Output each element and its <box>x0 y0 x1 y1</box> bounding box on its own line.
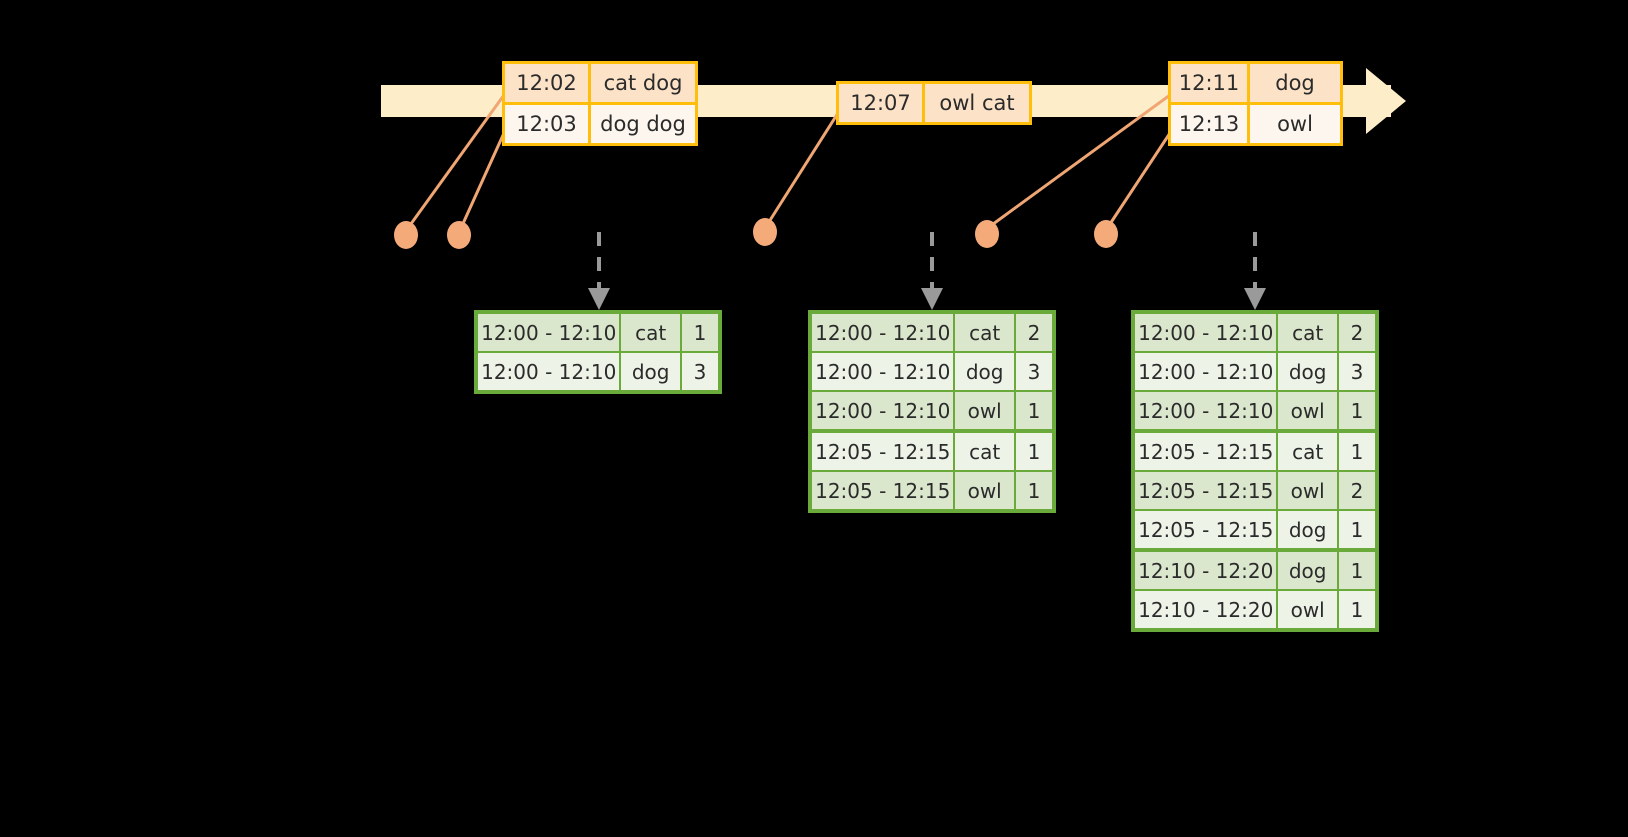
cell-word: owl <box>1278 591 1339 628</box>
event-dot-2 <box>447 221 471 249</box>
event-dot-4 <box>975 220 999 248</box>
event-time: 12:03 <box>505 105 588 143</box>
event-group-3[interactable]: 12:11 dog 12:13 owl <box>1168 61 1343 146</box>
table-arrow-head-1 <box>588 288 610 310</box>
cell-count: 1 <box>1338 511 1375 548</box>
cell-window: 12:10 - 12:20 <box>1135 591 1279 628</box>
cell-window: 12:00 - 12:10 <box>812 314 956 351</box>
cell-window: 12:05 - 12:15 <box>1135 511 1279 548</box>
event-row[interactable]: 12:13 owl <box>1171 102 1340 143</box>
cell-count: 2 <box>1338 314 1375 351</box>
cell-count: 1 <box>1015 433 1052 470</box>
cell-window: 12:05 - 12:15 <box>812 472 956 509</box>
cell-window: 12:00 - 12:10 <box>812 353 956 390</box>
cell-count: 3 <box>1338 353 1375 390</box>
event-time: 12:07 <box>839 84 922 122</box>
cell-window: 12:00 - 12:10 <box>478 353 622 390</box>
cell-word: dog <box>621 353 682 390</box>
cell-count: 1 <box>1338 392 1375 429</box>
cell-window: 12:00 - 12:10 <box>1135 392 1279 429</box>
event-row[interactable]: 12:07 owl cat <box>839 84 1029 122</box>
cell-count: 2 <box>1015 314 1052 351</box>
table-arrow-head-3 <box>1244 288 1266 310</box>
event-words: cat dog <box>588 64 695 102</box>
cell-word: dog <box>955 353 1016 390</box>
event-group-1[interactable]: 12:02 cat dog 12:03 dog dog <box>502 61 698 146</box>
cell-count: 1 <box>1338 552 1375 589</box>
event-words: dog dog <box>588 105 695 143</box>
cell-count: 1 <box>681 314 718 351</box>
connector-line-3 <box>765 112 840 226</box>
cell-window: 12:10 - 12:20 <box>1135 552 1279 589</box>
event-row[interactable]: 12:03 dog dog <box>505 102 695 143</box>
cell-count: 1 <box>1015 472 1052 509</box>
cell-count: 3 <box>1015 353 1052 390</box>
connector-line-5 <box>1106 132 1172 228</box>
cell-window: 12:05 - 12:15 <box>1135 433 1279 470</box>
event-dot-1 <box>394 221 418 249</box>
table-arrow-head-2 <box>921 288 943 310</box>
event-row[interactable]: 12:11 dog <box>1171 64 1340 102</box>
cell-count: 2 <box>1338 472 1375 509</box>
event-row[interactable]: 12:02 cat dog <box>505 64 695 102</box>
cell-word: cat <box>1278 314 1339 351</box>
cell-count: 1 <box>1338 591 1375 628</box>
cell-window: 12:00 - 12:10 <box>1135 314 1279 351</box>
cell-word: cat <box>621 314 682 351</box>
cell-word: dog <box>1278 552 1339 589</box>
cell-count: 1 <box>1015 392 1052 429</box>
cell-window: 12:00 - 12:10 <box>1135 353 1279 390</box>
cell-word: cat <box>955 314 1016 351</box>
cell-word: cat <box>1278 433 1339 470</box>
event-dot-5 <box>1094 220 1118 248</box>
timeline-arrow-right-icon <box>1366 68 1406 134</box>
cell-window: 12:00 - 12:10 <box>812 392 956 429</box>
cell-word: cat <box>955 433 1016 470</box>
event-words: owl <box>1247 105 1340 143</box>
event-words: owl cat <box>922 84 1029 122</box>
cell-word: owl <box>1278 472 1339 509</box>
cell-window: 12:05 - 12:15 <box>812 433 956 470</box>
event-time: 12:11 <box>1171 64 1247 102</box>
event-words: dog <box>1247 64 1340 102</box>
cell-count: 3 <box>681 353 718 390</box>
event-group-2[interactable]: 12:07 owl cat <box>836 81 1032 125</box>
event-time: 12:13 <box>1171 105 1247 143</box>
cell-count: 1 <box>1338 433 1375 470</box>
cell-window: 12:00 - 12:10 <box>478 314 622 351</box>
cell-word: owl <box>1278 392 1339 429</box>
cell-window: 12:05 - 12:15 <box>1135 472 1279 509</box>
cell-word: dog <box>1278 511 1339 548</box>
cell-word: dog <box>1278 353 1339 390</box>
cell-word: owl <box>955 472 1016 509</box>
event-time: 12:02 <box>505 64 588 102</box>
cell-word: owl <box>955 392 1016 429</box>
event-dot-3 <box>753 218 777 246</box>
connector-line-2 <box>459 132 506 229</box>
